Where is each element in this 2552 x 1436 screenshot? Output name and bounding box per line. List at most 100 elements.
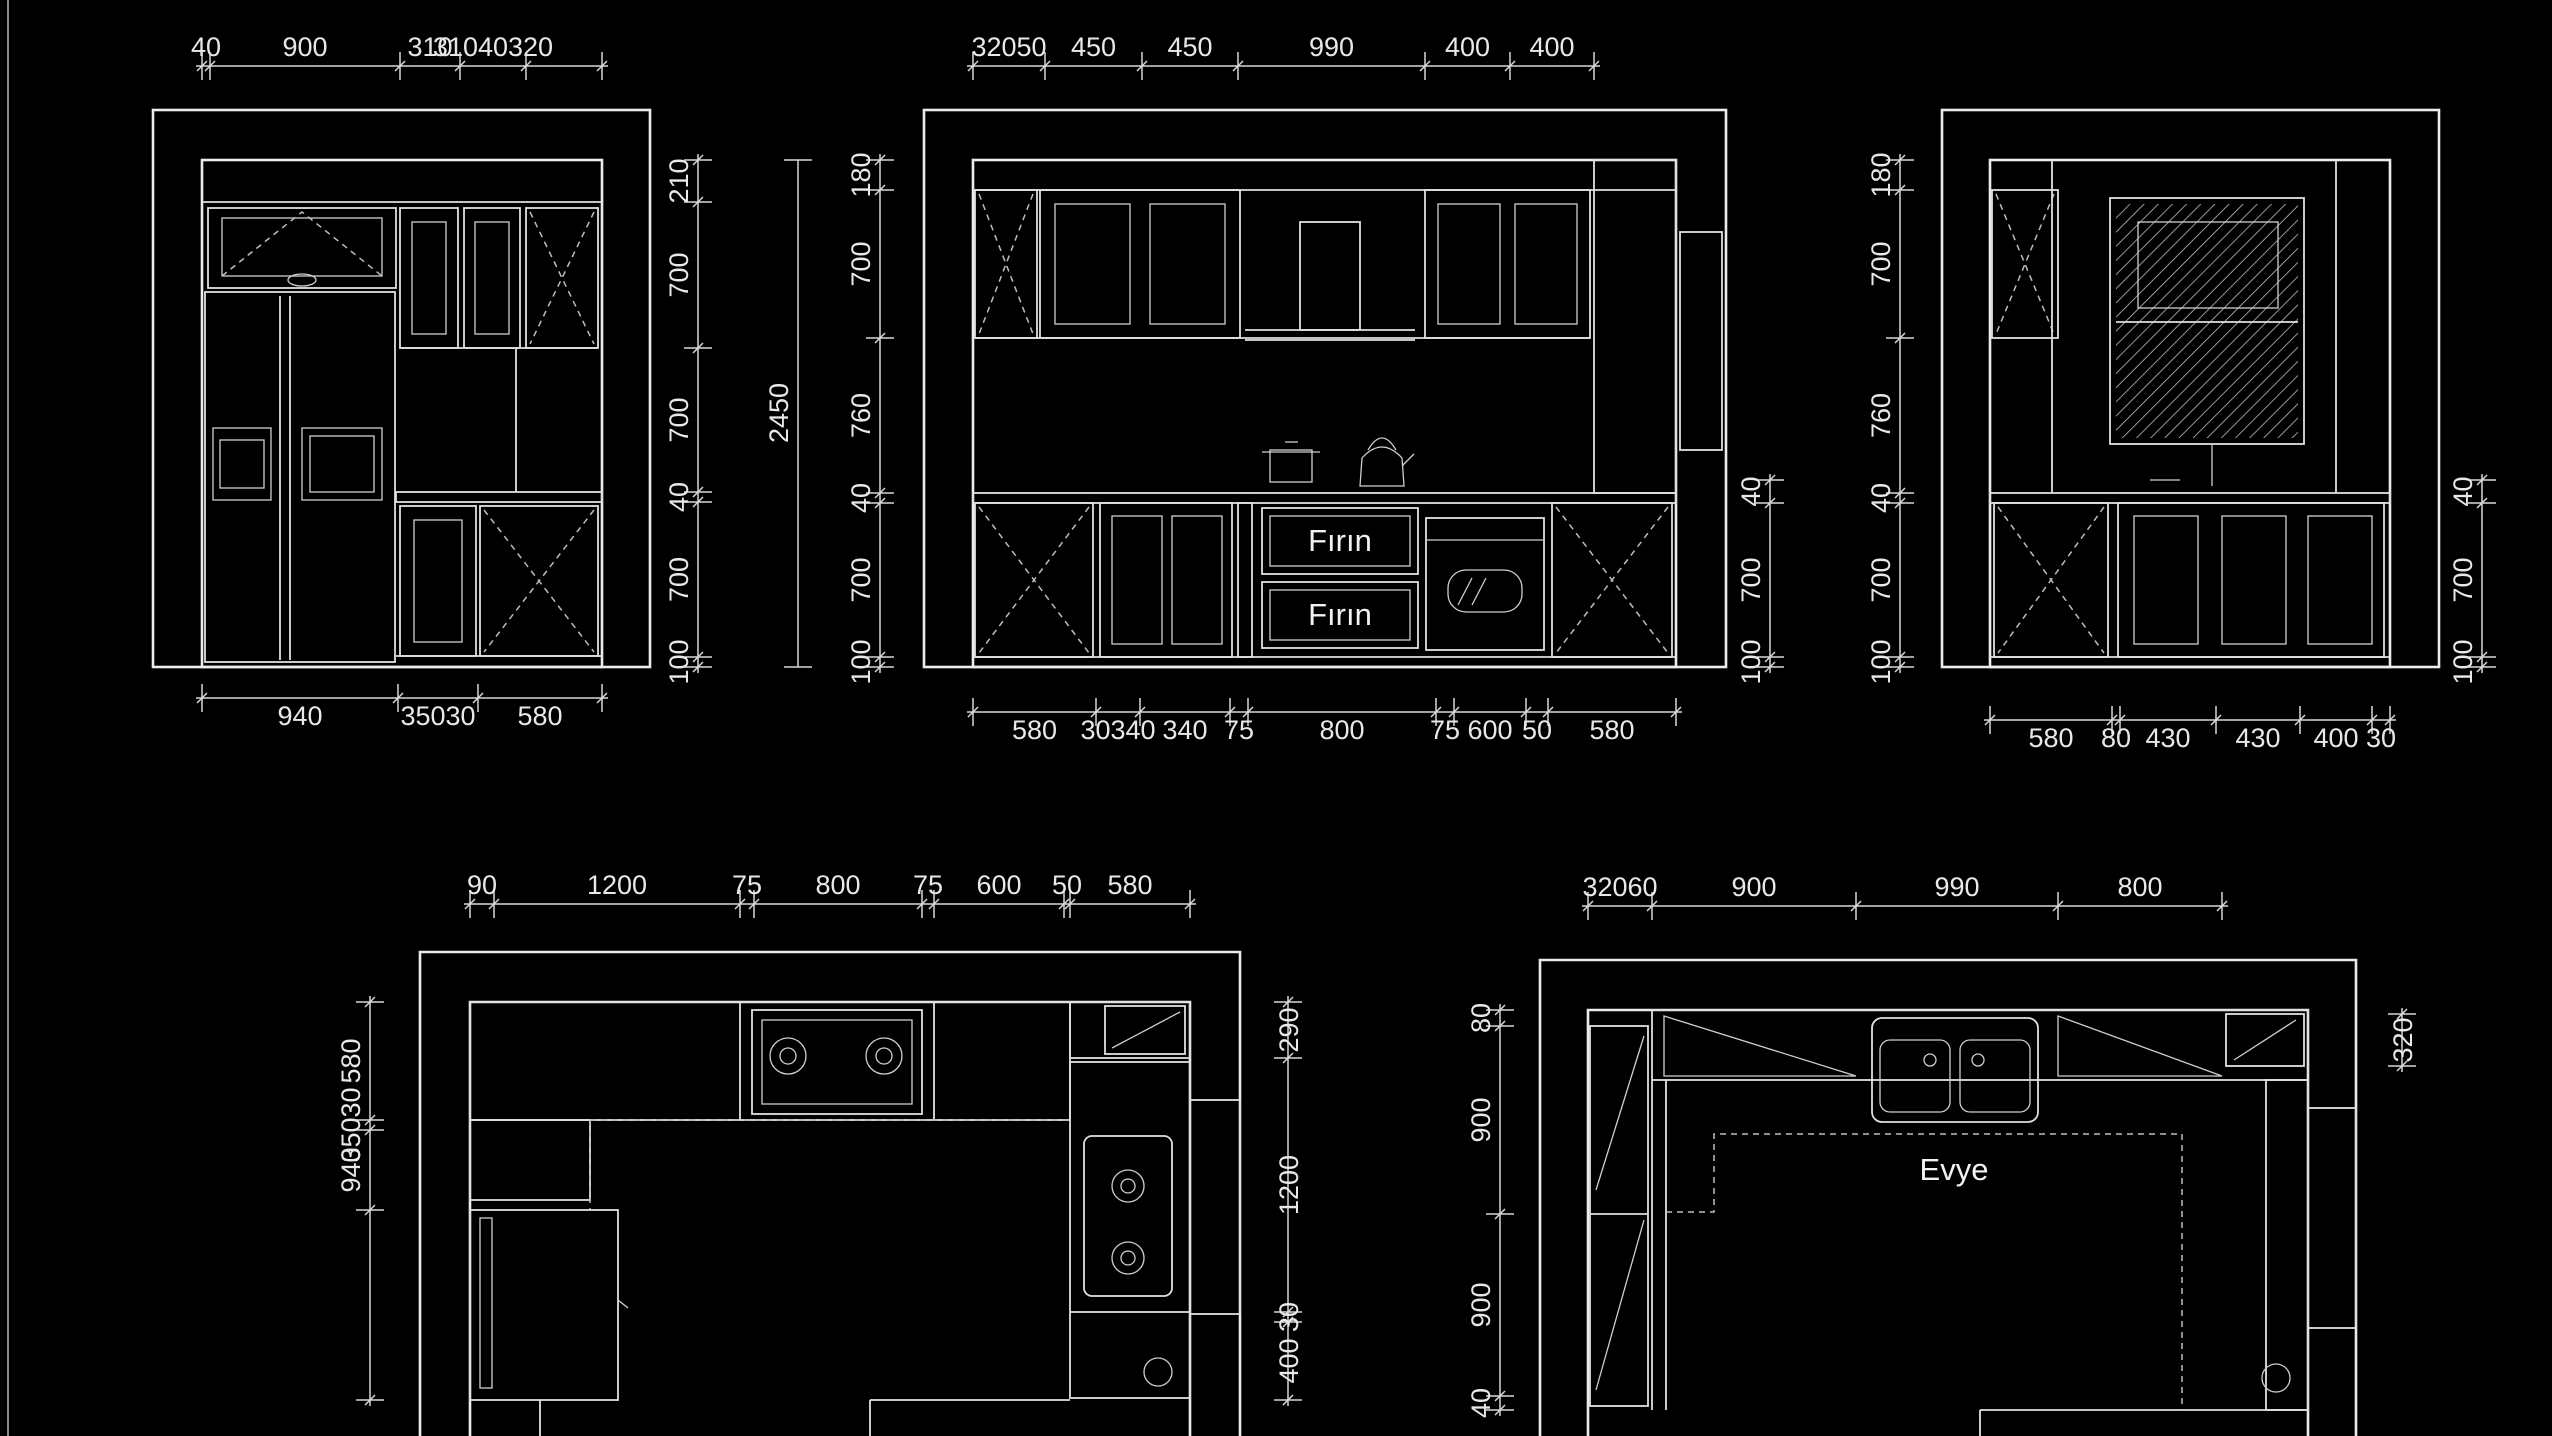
dimension-label: 180 [846,152,876,197]
dimension-label: 80 [1466,1003,1496,1033]
oven-lower [1261,581,1419,649]
upper-cabinet-group [1424,189,1591,339]
dimension-tick [1494,1020,1506,1032]
oven-label: Fırın [1308,597,1372,632]
dimension-label: 100 [1866,639,1896,684]
dimension-label: 700 [664,557,694,602]
dimension-tick [1448,706,1460,718]
dimension-tick [394,60,406,72]
dimension-tick [928,898,940,910]
dimension-tick [967,60,979,72]
dimension-tick [692,196,704,208]
side-window [1679,231,1723,451]
dimension-tick [692,154,704,166]
dimension-tick [1520,706,1532,718]
dimension-tick [1058,898,1070,910]
dimension-label: 31040320 [433,32,553,62]
dimension-label: 900 [1466,1282,1496,1327]
dimension-tick [364,996,376,1008]
dimension-label: 580 [336,1038,366,1083]
dimension-label: 320 [2388,1017,2418,1062]
dimension-tick [692,651,704,663]
dimension-label: 40 [664,482,694,512]
dimension-tick [967,706,979,718]
dimension-label: 900 [282,32,327,62]
dimension-tick [520,60,532,72]
dimension-tick [1850,900,1862,912]
dimension-label: 430 [2145,723,2190,753]
dimension-label: 100 [664,639,694,684]
dimension-tick [1764,497,1776,509]
dimension-tick [1504,60,1516,72]
wall-outline [922,108,1728,669]
window-plan [1189,1099,1241,1315]
tall-unit [1589,1025,1649,1407]
dimension-label: 580 [1107,870,1152,900]
fridge [204,291,396,663]
dimension-label: 900 [1466,1097,1496,1142]
roller-blind [2116,204,2298,322]
dimension-label: 450 [1167,32,1212,62]
dimension-tick [2210,714,2222,726]
dimension-label: 700 [1866,557,1896,602]
oven-label: Fırın [1308,523,1372,558]
dimension-label: 40 [191,32,221,62]
dimension-tick [1894,154,1906,166]
window [2109,197,2305,445]
dimension-label: 800 [1319,715,1364,745]
dimension-tick [196,60,208,72]
dimension-tick [874,661,886,673]
dimension-label: 75 [913,870,943,900]
kettle-icon [1359,437,1415,487]
dimension-tick [364,1394,376,1406]
dimension-tick [692,486,704,498]
dimension-tick [874,497,886,509]
dimension-tick [1039,60,1051,72]
dimension-tick [1224,706,1236,718]
dimension-tick [1282,1316,1294,1328]
dimension-tick [874,184,886,196]
dimension-tick [1894,487,1906,499]
dimension-label: 580 [2028,723,2073,753]
base-cabinet [399,505,477,657]
dimension-tick [692,496,704,508]
dimension-tick [488,898,500,910]
dimension-tick [364,1204,376,1216]
dimension-label: 940 [336,1147,366,1192]
dimension-label: 940 [277,701,322,731]
dimension-tick [196,692,208,704]
upper-cabinet-group [1039,189,1241,339]
dimension-tick [874,332,886,344]
fridge-dispenser [212,427,272,501]
dimension-label: 1200 [587,870,647,900]
dimension-label: 600 [1467,715,1512,745]
dimension-label: 40 [846,483,876,513]
double-sink [1871,1017,2039,1123]
dimension-tick [454,60,466,72]
dimension-tick [692,661,704,673]
dimension-tick [1282,1052,1294,1064]
dimension-label: 1200 [1274,1155,1304,1215]
room-label: Evye [1920,1152,1989,1187]
dimension-label: 75 [1224,715,1254,745]
dimension-tick [2366,714,2378,726]
dimension-label: 580 [1012,715,1057,745]
dimension-tick [1282,996,1294,1008]
dimension-label: 100 [2448,639,2478,684]
elevation-fridge-wall [151,108,652,669]
dimension-label: 580 [1589,715,1634,745]
dimension-tick [1134,706,1146,718]
dimension-tick [916,898,928,910]
sink-base-cabinet [2117,502,2385,658]
dimension-label: 700 [846,557,876,602]
dimension-tick [874,154,886,166]
dimension-tick [1894,184,1906,196]
dimension-tick [596,692,608,704]
sink [1083,1135,1173,1297]
dimension-tick [1282,1306,1294,1318]
dimension-tick [1494,1404,1506,1416]
dimension-tick [1064,898,1076,910]
dimension-tick [2294,714,2306,726]
dimension-label: 75 [732,870,762,900]
dimension-label: 430 [2235,723,2280,753]
